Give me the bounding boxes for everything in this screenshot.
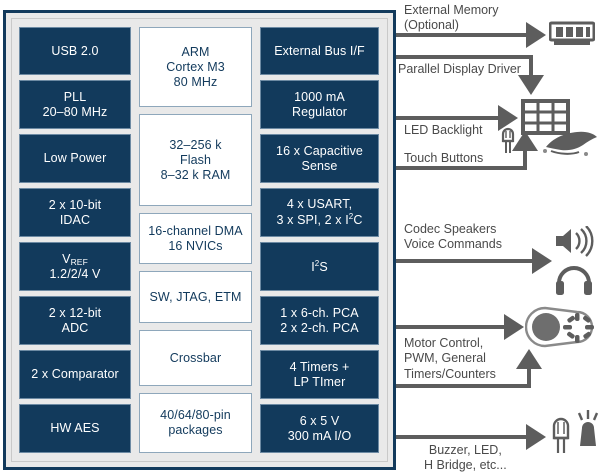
arrow-led-backlight <box>498 105 518 131</box>
display-grid-icon <box>521 99 570 135</box>
block-regulator[interactable]: 1000 mA Regulator <box>260 80 379 130</box>
connector-display-driver-v <box>529 55 533 77</box>
block-adc[interactable]: 2 x 12-bit ADC <box>19 296 131 346</box>
right-peripheral-column: External Bus I/F 1000 mA Regulator 16 x … <box>260 27 379 454</box>
memory-module-icon <box>549 20 595 48</box>
led-buzzer-icon <box>549 408 599 456</box>
block-i2s-text: I2S <box>311 258 328 274</box>
block-idac[interactable]: 2 x 10-bit IDAC <box>19 188 131 238</box>
arrow-external-memory <box>526 22 546 48</box>
block-external-bus[interactable]: External Bus I/F <box>260 27 379 76</box>
block-io[interactable]: 6 x 5 V 300 mA I/O <box>260 404 379 454</box>
block-serial-text: 4 x USART,3 x SPI, 2 x I2C <box>276 197 363 228</box>
block-debug[interactable]: SW, JTAG, ETM <box>139 271 252 324</box>
core-column: ARM Cortex M3 80 MHz 32–256 k Flash 8–32… <box>139 27 252 453</box>
connector-motor-in-v <box>527 368 531 386</box>
speaker-headphones-icon <box>552 226 598 296</box>
arrow-buzzer-led <box>526 424 546 450</box>
block-pll[interactable]: PLL 20–80 MHz <box>19 80 131 130</box>
block-crossbar[interactable]: Crossbar <box>139 330 252 387</box>
label-motor-control: Motor Control, PWM, General Timers/Count… <box>404 336 496 381</box>
led-icon <box>499 122 517 154</box>
mcu-chip-package: USB 2.0 PLL 20–80 MHz Low Power 2 x 10-b… <box>3 10 396 470</box>
block-i2s[interactable]: I2S <box>260 242 379 292</box>
block-dma-nvic[interactable]: 16-channel DMA 16 NVICs <box>139 213 252 265</box>
motor-belt-icon <box>525 305 597 349</box>
connector-touch-buttons-h <box>396 166 527 170</box>
label-external-memory: External Memory (Optional) <box>404 3 499 33</box>
connector-led-backlight <box>396 116 500 120</box>
left-peripheral-column: USB 2.0 PLL 20–80 MHz Low Power 2 x 10-b… <box>19 27 131 454</box>
label-buzzer-led: Buzzer, LED, H Bridge, etc... <box>424 443 507 473</box>
hand-touch-icon <box>543 124 599 158</box>
block-arm-core[interactable]: ARM Cortex M3 80 MHz <box>139 27 252 108</box>
block-timers[interactable]: 4 Timers + LP TImer <box>260 350 379 400</box>
label-parallel-display-driver: Parallel Display Driver <box>398 62 521 76</box>
block-low-power[interactable]: Low Power <box>19 134 131 184</box>
block-packages[interactable]: 40/64/80-pin packages <box>139 393 252 453</box>
arrow-motor-out <box>504 314 524 340</box>
block-hw-aes[interactable]: HW AES <box>19 404 131 454</box>
arrow-display-driver <box>518 75 544 95</box>
block-pca[interactable]: 1 x 6-ch. PCA 2 x 2-ch. PCA <box>260 296 379 346</box>
connector-display-driver-h <box>396 55 533 59</box>
block-comparator[interactable]: 2 x Comparator <box>19 350 131 400</box>
connector-external-memory <box>396 33 528 37</box>
arrow-touch-buttons <box>512 131 538 151</box>
block-usb[interactable]: USB 2.0 <box>19 27 131 76</box>
label-led-backlight: LED Backlight <box>404 123 483 137</box>
block-serial-interfaces[interactable]: 4 x USART,3 x SPI, 2 x I2C <box>260 188 379 238</box>
connector-touch-buttons-v <box>523 150 527 168</box>
arrow-motor-in <box>516 349 542 369</box>
label-codec-speakers: Codec Speakers Voice Commands <box>404 222 502 252</box>
connector-motor-out <box>396 325 506 329</box>
connector-codec-speakers <box>396 259 534 263</box>
block-memory[interactable]: 32–256 k Flash 8–32 k RAM <box>139 114 252 207</box>
chip-inner-border <box>11 18 388 462</box>
arrow-codec-speakers <box>532 248 552 274</box>
label-touch-buttons: Touch Buttons <box>404 151 484 165</box>
block-capacitive-sense[interactable]: 16 x Capacitive Sense <box>260 134 379 184</box>
connector-motor-in-h <box>396 384 531 388</box>
connector-buzzer-led <box>396 435 528 439</box>
